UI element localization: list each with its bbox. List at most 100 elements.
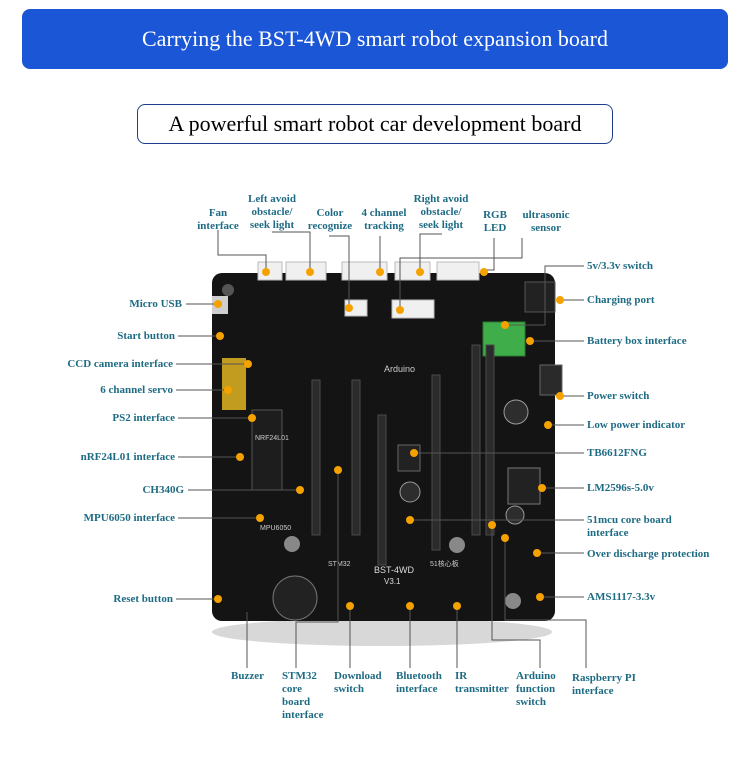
label-start: Start button (70, 330, 175, 343)
label-color: Color recognize (305, 207, 355, 233)
dot-color (345, 304, 353, 312)
page-subtitle: A powerful smart robot car development b… (168, 111, 582, 136)
dot-rgb (480, 268, 488, 276)
dot-ps2 (248, 414, 256, 422)
label-start-text: Start button (117, 330, 175, 342)
label-bluetooth: Bluetooth interface (396, 670, 442, 696)
label-rgb-text: RGB LED (483, 209, 507, 234)
label-ps2: PS2 interface (70, 412, 175, 425)
header-strip-3 (377, 414, 387, 566)
lm2596-chip (507, 467, 541, 505)
dot-reset (214, 595, 222, 603)
label-core51-text: 51mcu core board interface (587, 514, 672, 539)
leader-5v (505, 265, 584, 326)
dot-charging (556, 296, 564, 304)
dot-power (556, 392, 564, 400)
mount-hole-3 (284, 536, 300, 552)
dot-ccd (244, 360, 252, 368)
label-ch340-text: CH340G (142, 484, 184, 496)
dot-download (346, 602, 354, 610)
label-over-discharge: Over discharge protection (587, 548, 709, 561)
label-ir: IR transmitter (455, 670, 509, 696)
label-bluetooth-text: Bluetooth interface (396, 670, 442, 695)
header-strip-6 (485, 344, 495, 536)
label-power-text: Power switch (587, 390, 650, 402)
label-right-avoid-text: Right avoid obstacle/ seek light (413, 193, 469, 231)
dot-right-avoid (416, 268, 424, 276)
label-stm32: STM32 core board interface (282, 670, 324, 722)
mount-hole-4 (449, 537, 465, 553)
board-stm32-text: STM32 (328, 561, 351, 568)
label-rgb: RGB LED (478, 209, 512, 235)
label-download: Download switch (334, 670, 382, 696)
leader-stm32 (295, 470, 339, 668)
leader-ultrasonic (399, 238, 523, 310)
page-title: Carrying the BST-4WD smart robot expansi… (142, 26, 608, 51)
label-micro-usb: Micro USB (80, 298, 182, 311)
dot-ams (536, 593, 544, 601)
power-slide (539, 364, 563, 396)
label-tracking-text: 4 channel tracking (361, 207, 407, 232)
board-core-text: 51核心板 (430, 559, 459, 568)
capacitor-3 (505, 505, 525, 525)
label-lm2596-text: LM2596s-5.0v (587, 482, 654, 494)
label-ch340: CH340G (90, 484, 184, 497)
mount-hole-1 (222, 284, 234, 296)
label-ccd: CCD camera interface (30, 358, 173, 371)
connector-fan (257, 261, 283, 281)
label-ultrasonic: ultrasonic sensor (515, 209, 577, 235)
leader-fan (217, 230, 267, 270)
title-banner: Carrying the BST-4WD smart robot expansi… (22, 9, 728, 69)
label-raspberry-text: Raspberry PI interface (572, 672, 636, 697)
dot-left-avoid (306, 268, 314, 276)
leader-raspberry (504, 538, 587, 668)
board-arduino-text: Arduino (384, 364, 415, 374)
label-battery: Battery box interface (587, 335, 687, 348)
label-charging-text: Charging port (587, 294, 655, 306)
label-download-text: Download switch (334, 670, 382, 695)
board-mpu-text: MPU6050 (260, 525, 291, 532)
board-nrf-text: NRF24L01 (255, 435, 289, 442)
board-shadow (212, 618, 552, 646)
header-strip-1 (311, 379, 321, 536)
dot-usb (214, 300, 222, 308)
label-fan: Fan interface (195, 207, 241, 233)
leader-color (329, 235, 350, 308)
dot-mpu (256, 514, 264, 522)
connector-right-avoid (436, 261, 480, 281)
dot-stm32 (334, 466, 342, 474)
label-left-avoid: Left avoid obstacle/ seek light (243, 193, 301, 232)
dot-nrf (236, 453, 244, 461)
subtitle-box: A powerful smart robot car development b… (137, 104, 613, 144)
label-ams1117: AMS1117-3.3v (587, 591, 655, 604)
dot-servo (224, 386, 232, 394)
label-low-power-text: Low power indicator (587, 419, 686, 431)
label-5v-switch-text: 5v/3.3v switch (587, 260, 653, 272)
dot-ultrasonic (396, 306, 404, 314)
marker-dots (214, 268, 564, 610)
label-low-power: Low power indicator (587, 419, 685, 432)
label-servo-text: 6 channel servo (100, 384, 173, 396)
label-stm32-text: STM32 core board interface (282, 670, 324, 721)
label-core51: 51mcu core board interface (587, 514, 672, 540)
dot-raspberry (501, 534, 509, 542)
dot-arduino-sw (488, 521, 496, 529)
label-mpu: MPU6050 interface (40, 512, 175, 525)
buzzer-disc (272, 575, 318, 621)
dot-battery (526, 337, 534, 345)
dot-bluetooth (406, 602, 414, 610)
connector-left-avoid (285, 261, 327, 281)
label-battery-text: Battery box interface (587, 335, 687, 347)
leader-arduino-sw (491, 525, 541, 668)
dot-lm2596 (538, 484, 546, 492)
capacitor-1 (399, 481, 421, 503)
label-fan-text: Fan interface (197, 207, 239, 232)
label-nrf: nRF24L01 interface (40, 451, 175, 464)
header-strip-2 (351, 379, 361, 536)
dot-ir (453, 602, 461, 610)
tb6612-chip (397, 444, 421, 472)
connector-rgb (391, 299, 435, 319)
dot-lowpower (544, 421, 552, 429)
mount-hole-2 (505, 593, 521, 609)
label-over-discharge-text: Over discharge protection (587, 548, 710, 560)
